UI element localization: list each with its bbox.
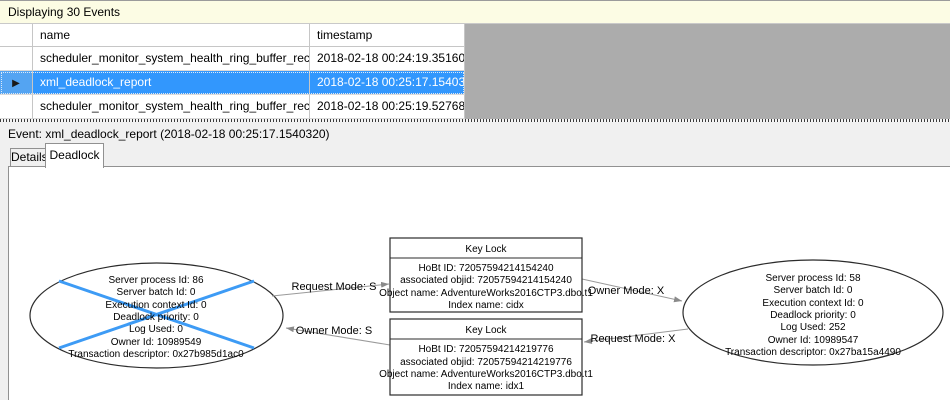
svg-text:Index name: cidx: Index name: cidx <box>448 300 524 311</box>
edge-request-s <box>271 281 390 297</box>
tab-deadlock[interactable]: Deadlock <box>45 143 104 168</box>
svg-text:Log Used: 252: Log Used: 252 <box>780 322 845 333</box>
svg-text:Server batch Id: 0: Server batch Id: 0 <box>774 285 853 296</box>
events-grid: name timestamp scheduler_monitor_system_… <box>0 24 950 119</box>
svg-text:Execution context Id: 0: Execution context Id: 0 <box>105 300 207 311</box>
process-node-owner <box>682 259 944 366</box>
grid-header-gutter <box>0 24 33 47</box>
svg-text:Server batch Id: 0: Server batch Id: 0 <box>117 287 196 298</box>
edge-label-owner-s: Owner Mode: S <box>296 325 372 337</box>
lock-node-bottom-text: HoBt ID: 72057594214219776 associated ob… <box>379 344 593 392</box>
events-count-bar: Displaying 30 Events <box>0 0 950 24</box>
lock-node-title: Key Lock <box>465 244 507 255</box>
row-gutter[interactable]: ▶ <box>0 71 33 95</box>
lock-node-top-text: HoBt ID: 72057594214154240 associated ob… <box>379 263 593 311</box>
svg-text:Deadlock priority: 0: Deadlock priority: 0 <box>113 312 199 323</box>
svg-text:HoBt ID: 72057594214219776: HoBt ID: 72057594214219776 <box>418 344 554 355</box>
event-title: Event: xml_deadlock_report (2018-02-18 0… <box>8 127 330 141</box>
svg-text:associated objid: 720575942142: associated objid: 72057594214219776 <box>400 357 572 368</box>
deadlock-graph-pane: Server process Id: 86 Server batch Id: 0… <box>8 166 950 400</box>
svg-text:Server process Id: 58: Server process Id: 58 <box>765 273 860 284</box>
edge-label-request-s: Request Mode: S <box>292 281 377 293</box>
row-timestamp-cell[interactable]: 2018-02-18 00:24:19.3516078 <box>310 47 465 71</box>
svg-text:Object name: AdventureWorks201: Object name: AdventureWorks2016CTP3.dbo.… <box>379 369 593 380</box>
table-row[interactable]: scheduler_monitor_system_health_ring_buf… <box>0 47 465 71</box>
column-header-name[interactable]: name <box>33 24 310 47</box>
owner-process-text: Server process Id: 58 Server batch Id: 0… <box>725 273 901 358</box>
lock-node-top: Key Lock HoBt ID: 72057594214154240 asso… <box>379 237 593 313</box>
svg-text:Transaction descriptor: 0x27ba: Transaction descriptor: 0x27ba15a4490 <box>725 347 901 358</box>
svg-text:Execution context Id: 0: Execution context Id: 0 <box>762 298 864 309</box>
svg-text:Log Used: 0: Log Used: 0 <box>129 324 183 335</box>
grid-splitter[interactable] <box>0 119 950 122</box>
row-name-cell[interactable]: xml_deadlock_report <box>33 71 310 95</box>
victim-cross-line-2 <box>58 279 255 350</box>
svg-text:Owner Id: 10989549: Owner Id: 10989549 <box>111 337 202 348</box>
svg-text:Index name: idx1: Index name: idx1 <box>448 381 525 392</box>
edge-label-request-x: Request Mode: X <box>591 333 677 345</box>
grid-header-row: name timestamp <box>0 24 465 47</box>
column-header-timestamp[interactable]: timestamp <box>310 24 465 47</box>
edge-owner-x <box>581 278 683 303</box>
svg-text:Server process Id: 86: Server process Id: 86 <box>108 275 203 286</box>
row-name-cell[interactable]: scheduler_monitor_system_health_ring_buf… <box>33 47 310 71</box>
svg-text:Deadlock priority: 0: Deadlock priority: 0 <box>770 310 856 321</box>
deadlock-graph: Server process Id: 86 Server batch Id: 0… <box>29 237 944 396</box>
edge-labels: Request Mode: S Owner Mode: S Owner Mode… <box>292 281 677 345</box>
edge-label-owner-x: Owner Mode: X <box>588 285 665 297</box>
svg-text:HoBt ID: 72057594214154240: HoBt ID: 72057594214154240 <box>418 263 554 274</box>
current-row-marker-icon: ▶ <box>12 78 20 89</box>
row-gutter[interactable] <box>0 47 33 71</box>
row-gutter[interactable] <box>0 95 33 119</box>
victim-process-text: Server process Id: 86 Server batch Id: 0… <box>68 275 244 360</box>
svg-text:Object name: AdventureWorks201: Object name: AdventureWorks2016CTP3.dbo.… <box>379 288 593 299</box>
row-timestamp-cell[interactable]: 2018-02-18 00:25:19.5276859 <box>310 95 465 119</box>
table-row-selected[interactable]: ▶ xml_deadlock_report 2018-02-18 00:25:1… <box>0 71 465 95</box>
table-row[interactable]: scheduler_monitor_system_health_ring_buf… <box>0 95 465 119</box>
edge-request-x <box>583 328 689 344</box>
svg-text:Owner Id: 10989547: Owner Id: 10989547 <box>768 335 859 346</box>
svg-text:associated objid: 720575942141: associated objid: 72057594214154240 <box>400 275 572 286</box>
row-timestamp-cell[interactable]: 2018-02-18 00:25:17.1540320 <box>310 71 465 95</box>
lock-node-title: Key Lock <box>465 325 507 336</box>
row-name-cell[interactable]: scheduler_monitor_system_health_ring_buf… <box>33 95 310 119</box>
lock-node-bottom: Key Lock HoBt ID: 72057594214219776 asso… <box>379 318 593 396</box>
edge-owner-s <box>285 326 391 346</box>
svg-text:Transaction descriptor: 0x27b9: Transaction descriptor: 0x27b985d1ac0 <box>68 349 244 360</box>
tab-details[interactable]: Details <box>10 148 48 166</box>
